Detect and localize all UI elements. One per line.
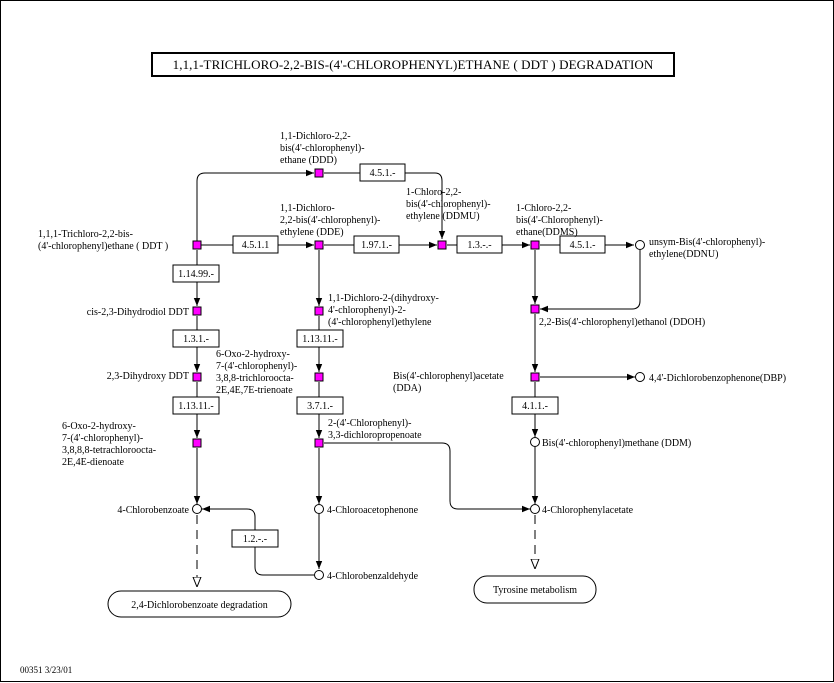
label-dihydroxyethylene: 1,1-Dichloro-2-(dihydroxy- 4'-chlorophen… — [328, 293, 441, 328]
compound-node-ddms[interactable] — [530, 240, 540, 250]
compound-node-dienoate[interactable] — [192, 438, 202, 448]
svg-text:1.13.11.-: 1.13.11.- — [178, 401, 213, 412]
label-dienoate: 6-Oxo-2-hydroxy- 7-(4'-chlorophenyl)- 3,… — [62, 421, 159, 468]
edge-ddt-ddd — [196, 169, 314, 244]
footer-id-date: 00351 3/23/01 — [20, 665, 72, 675]
compound-node-ddoh[interactable] — [530, 304, 540, 314]
enzyme-3.7.1.-[interactable]: 3.7.1.- — [296, 396, 344, 415]
svg-text:1.97.1.-: 1.97.1.- — [361, 240, 392, 251]
svg-text:3.7.1.-: 3.7.1.- — [307, 401, 333, 412]
label-ddnu: unsym-Bis(4'-chlorophenyl)- ethylene(DDN… — [649, 237, 768, 260]
compound-node-ddnu[interactable] — [635, 240, 645, 250]
svg-text:4.5.1.1: 4.5.1.1 — [242, 240, 270, 251]
enzyme-1.13.11.-b[interactable]: 1.13.11.- — [296, 329, 344, 348]
compound-node-dihydroxyethylene[interactable] — [314, 306, 324, 316]
label-dda: Bis(4'-chlorophenyl)acetate (DDA) — [393, 371, 506, 394]
label-dihydrodiol: cis-2,3-Dihydrodiol DDT — [87, 307, 189, 318]
compound-node-dda[interactable] — [530, 372, 540, 382]
label-ddd: 1,1-Dichloro-2,2- bis(4'-chlorophenyl)- … — [280, 131, 367, 166]
label-ddms: 1-Chloro-2,2- bis(4'-Chlorophenyl)- etha… — [516, 203, 605, 238]
compound-node-chlorobenzoate[interactable] — [192, 504, 202, 514]
compound-node-ddd[interactable] — [314, 168, 324, 178]
label-chlorobenzaldehyde: 4-Chlorobenzaldehyde — [327, 571, 419, 582]
enzyme-1.14.99.-[interactable]: 1.14.99.- — [172, 264, 220, 283]
label-chlorophenylacetate: 4-Chlorophenylacetate — [542, 505, 634, 516]
svg-text:1.3.1.-: 1.3.1.- — [183, 334, 209, 345]
compound-node-ddt[interactable] — [192, 240, 202, 250]
label-chlorobenzoate: 4-Chlorobenzoate — [117, 505, 189, 516]
enzyme-1.2.-.-[interactable]: 1.2.-.- — [231, 529, 279, 548]
compound-node-propenoate[interactable] — [314, 438, 324, 448]
svg-text:4.1.1.-: 4.1.1.- — [522, 401, 548, 412]
enzyme-1.13.11.-[interactable]: 1.13.11.- — [172, 396, 220, 415]
svg-text:4.5.1.-: 4.5.1.- — [570, 240, 596, 251]
enzyme-4.1.1.-[interactable]: 4.1.1.- — [511, 396, 559, 415]
svg-text:1.3.-.-: 1.3.-.- — [467, 240, 491, 251]
label-ddoh: 2,2-Bis(4'-chlorophenyl)ethanol (DDOH) — [539, 317, 705, 328]
pathway-title: 1,1,1-TRICHLORO-2,2-BIS-(4'-CHLOROPHENYL… — [151, 52, 675, 77]
svg-text:2,4-Dichlorobenzoate degradati: 2,4-Dichlorobenzoate degradation — [131, 600, 268, 611]
compound-node-ddmu[interactable] — [437, 240, 447, 250]
compound-node-dde[interactable] — [314, 240, 324, 250]
label-dbp: 4,4'-Dichlorobenzophenone(DBP) — [649, 373, 786, 384]
compound-node-trienoate[interactable] — [314, 372, 324, 382]
enzyme-1.3.1.-[interactable]: 1.3.1.- — [172, 329, 220, 348]
label-dde: 1,1-Dichloro- 2,2-bis(4'-chlorophenyl)- … — [280, 203, 383, 238]
compound-node-dihydroxyddt[interactable] — [192, 372, 202, 382]
compound-node-chlorobenzaldehyde[interactable] — [314, 570, 324, 580]
edge-ddd-ddmu — [324, 172, 446, 239]
edge-ddnu-ddoh — [540, 250, 641, 313]
svg-text:1.14.99.-: 1.14.99.- — [178, 269, 214, 280]
compound-node-dihydrodiol[interactable] — [192, 306, 202, 316]
label-ddmu: 1-Chloro-2,2- bis(4'-chlorophenyl)- ethy… — [406, 187, 493, 222]
label-ddm: Bis(4'-chlorophenyl)methane (DDM) — [542, 438, 691, 449]
enzyme-4.5.1.1[interactable]: 4.5.1.1 — [232, 235, 279, 254]
map-link-dichlorobenzoate-degradation[interactable]: 2,4-Dichlorobenzoate degradation — [107, 590, 292, 618]
label-chloroacetophenone: 4-Chloroacetophenone — [327, 505, 419, 516]
compound-node-dbp[interactable] — [635, 372, 645, 382]
compound-node-chlorophenylacetate[interactable] — [530, 504, 540, 514]
edge-propenoate-cpa — [324, 442, 530, 513]
svg-text:4.5.1.-: 4.5.1.- — [370, 168, 396, 179]
label-propenoate: 2-(4'-Chlorophenyl)- 3,3-dichloropropeno… — [328, 418, 422, 441]
map-link-tyrosine-metabolism[interactable]: Tyrosine metabolism — [473, 575, 597, 604]
compound-node-ddm[interactable] — [530, 437, 540, 447]
label-ddt: 1,1,1-Trichloro-2,2-bis- (4'-chloropheny… — [38, 229, 168, 252]
svg-text:1.2.-.-: 1.2.-.- — [243, 534, 267, 545]
enzyme-1.97.1.-[interactable]: 1.97.1.- — [353, 235, 400, 254]
svg-text:1.13.11.-: 1.13.11.- — [302, 334, 337, 345]
label-trienoate: 6-Oxo-2-hydroxy- 7-(4'-chlorophenyl)- 3,… — [216, 349, 300, 396]
svg-text:Tyrosine metabolism: Tyrosine metabolism — [493, 585, 577, 596]
label-dihydroxyddt: 2,3-Dihydroxy DDT — [107, 371, 189, 382]
enzyme-4.5.1.-[interactable]: 4.5.1.- — [359, 163, 406, 182]
enzyme-1.3.-.-[interactable]: 1.3.-.- — [456, 235, 503, 254]
compound-node-chloroacetophenone[interactable] — [314, 504, 324, 514]
enzyme-4.5.1.-b[interactable]: 4.5.1.- — [559, 235, 606, 254]
